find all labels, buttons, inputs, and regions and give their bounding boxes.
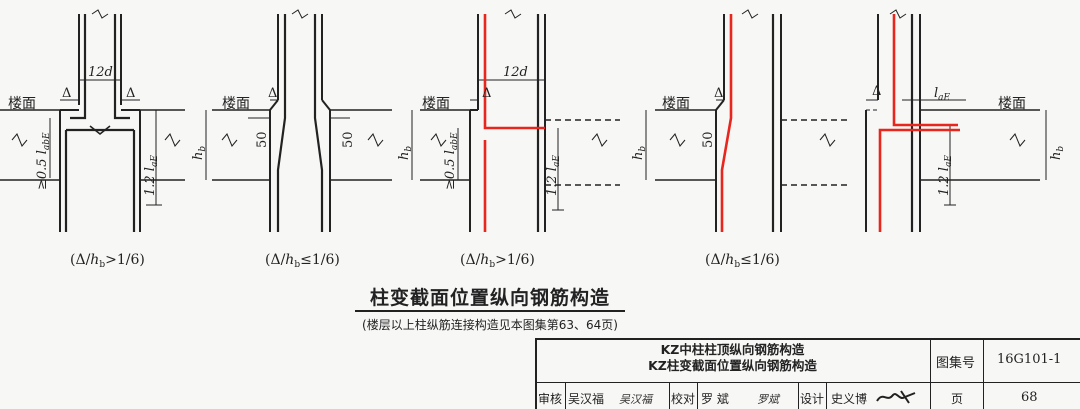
- divider: [535, 338, 1080, 340]
- diagram-2-caption: (Δ/hb≤1/6): [265, 252, 340, 270]
- reviewer-name: 吴汉福: [568, 392, 605, 406]
- diagram-2: [205, 9, 392, 232]
- title-block: KZ中柱柱顶纵向钢筋构造 KZ柱变截面位置纵向钢筋构造 图集号 16G101-1…: [535, 338, 1080, 409]
- floor-label: 楼面: [8, 96, 36, 112]
- diagram-4-labels: 楼面 Δ hb 50 (Δ/hb≤1/6): [631, 86, 780, 270]
- section-title: 柱变截面位置纵向钢筋构造: [369, 287, 610, 309]
- lap-length-label: 1.2 laE: [545, 155, 562, 196]
- anchorage-length-label: ≥0.5 labE: [35, 132, 52, 190]
- lap-length-label: 1.2 laE: [143, 155, 160, 196]
- diagram-3-rebar: [483, 14, 545, 232]
- floor-label: 楼面: [222, 96, 250, 112]
- title-underline: [355, 310, 625, 312]
- diagram-1-labels: 楼面 Δ Δ 12d ≥0.5 labE 1.2 laE (Δ/hb>1/6): [8, 65, 160, 270]
- divider: [798, 382, 799, 409]
- diagram-4-rebar: [720, 14, 733, 232]
- lap-length-label: 1.2 laE: [937, 155, 954, 196]
- delta-label: Δ: [126, 86, 135, 101]
- diagram-4: [645, 9, 850, 232]
- review-label: 审核: [538, 392, 563, 406]
- diagram-3: [411, 9, 620, 232]
- checker-name: 罗 斌: [701, 392, 729, 406]
- diagram-3-labels: 楼面 Δ 12d hb ≥0.5 labE 1.2 laE (Δ/hb>1/6): [397, 65, 562, 270]
- divider: [930, 338, 932, 409]
- divider: [697, 382, 698, 409]
- diagram-1-caption: (Δ/hb>1/6): [70, 252, 145, 270]
- dimension-12d-label: 12d: [88, 65, 113, 80]
- designer-signature: [876, 390, 916, 404]
- delta-label: Δ: [62, 86, 71, 101]
- section-note: (楼层以上柱纵筋连接构造见本图集第63、64页): [362, 318, 618, 332]
- beam-height-label: hb: [191, 146, 208, 160]
- beam-height-label: hb: [397, 146, 414, 160]
- diagram-5-rebar: [878, 14, 960, 232]
- diagram-4-caption: (Δ/hb≤1/6): [705, 252, 780, 270]
- drawing-title: KZ中柱柱顶纵向钢筋构造 KZ柱变截面位置纵向钢筋构造: [535, 342, 930, 374]
- beam-height-label: hb: [1049, 146, 1066, 160]
- floor-label: 楼面: [662, 96, 690, 112]
- delta-label: Δ: [482, 86, 491, 101]
- designer-name: 史义博: [831, 392, 868, 406]
- slope-50-label: 50: [701, 131, 716, 148]
- delta-label: Δ: [872, 84, 881, 99]
- floor-label: 楼面: [422, 96, 450, 112]
- divider: [535, 382, 1080, 384]
- drawing-title-line-1: KZ中柱柱顶纵向钢筋构造: [660, 342, 805, 357]
- diagram-5: [865, 9, 1047, 232]
- atlas-number: 16G101-1: [997, 352, 1062, 367]
- delta-label: Δ: [268, 86, 277, 101]
- divider: [565, 382, 566, 409]
- slope-50-label: 50: [255, 131, 270, 148]
- drawing-title-line-2: KZ柱变截面位置纵向钢筋构造: [648, 358, 817, 373]
- page-number: 68: [1021, 390, 1038, 405]
- delta-label: Δ: [714, 86, 723, 101]
- checker-signature: 罗斌: [757, 393, 779, 406]
- dimension-12d-label: 12d: [503, 65, 528, 80]
- divider: [535, 338, 537, 409]
- slope-50-label: 50: [341, 131, 356, 148]
- check-label: 校对: [671, 392, 696, 406]
- beam-height-label: hb: [631, 146, 648, 160]
- anchorage-length-label: ≥0.5 labE: [443, 132, 460, 190]
- floor-label: 楼面: [998, 96, 1026, 112]
- anchorage-lae-label: laE: [934, 86, 951, 103]
- divider: [669, 382, 670, 409]
- divider: [826, 382, 827, 409]
- diagram-3-caption: (Δ/hb>1/6): [460, 252, 535, 270]
- atlas-number-label: 图集号: [936, 356, 976, 371]
- divider: [983, 338, 985, 409]
- reviewer-signature: 吴汉福: [619, 393, 652, 406]
- diagram-5-labels: 楼面 Δ laE hb 1.2 laE: [872, 84, 1066, 196]
- design-label: 设计: [800, 392, 825, 406]
- page-label: 页: [951, 392, 964, 406]
- diagram-1: [0, 9, 185, 232]
- diagram-2-labels: 楼面 Δ hb 50 50 (Δ/hb≤1/6): [191, 86, 356, 270]
